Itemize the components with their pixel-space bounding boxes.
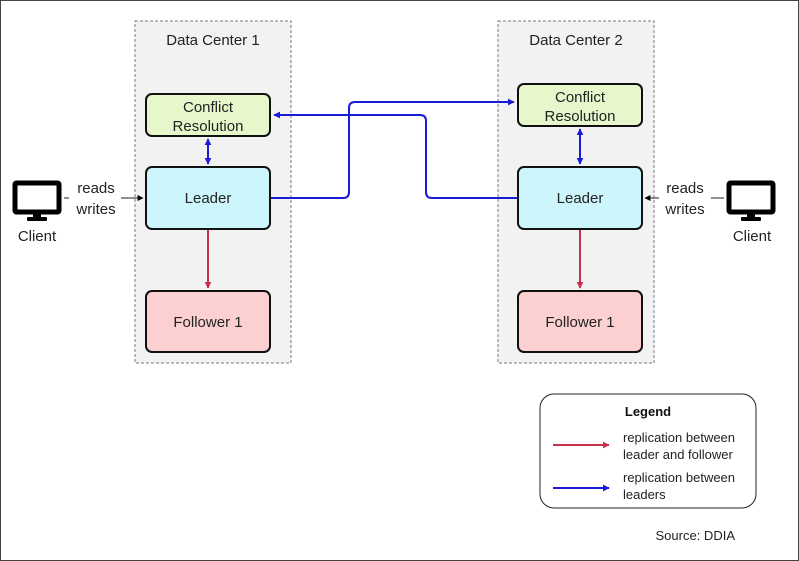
data-center-2: Data Center 2 Conflict Resolution Leader…	[497, 20, 655, 364]
monitor-icon	[12, 180, 62, 221]
client-left-reads: reads	[77, 180, 115, 197]
legend-item-2-line1: replication between	[623, 470, 735, 485]
leader-1-label: Leader	[185, 190, 232, 207]
leader-box-2	[517, 166, 643, 230]
legend-item-2-line2: leaders	[623, 487, 666, 502]
leader2-to-conflict1-arrow	[273, 111, 517, 199]
legend-title: Legend	[625, 404, 671, 419]
data-center-1-title: Data Center 1	[166, 32, 259, 49]
data-center-2-title: Data Center 2	[529, 32, 622, 49]
legend: Legend replication between leader and fo…	[539, 393, 757, 509]
conflict-resolution-2-line2: Resolution	[545, 108, 616, 125]
client-left: Client reads writes	[12, 180, 144, 245]
follower-box-2	[517, 290, 643, 353]
client-right-reads: reads	[666, 180, 704, 197]
legend-item-1-line1: replication between	[623, 430, 735, 445]
conflict-resolution-2-line1: Conflict	[555, 89, 606, 106]
client-right: Client reads writes	[644, 180, 776, 245]
follower-2-label: Follower 1	[545, 314, 614, 331]
client-left-label: Client	[18, 228, 57, 245]
client-right-label: Client	[733, 228, 772, 245]
conflict-resolution-1-line1: Conflict	[183, 99, 234, 116]
leader-box-1	[145, 166, 271, 230]
follower-1-label: Follower 1	[173, 314, 242, 331]
leader1-to-conflict2-arrow	[271, 98, 515, 199]
conflict-resolution-1-line2: Resolution	[173, 118, 244, 135]
monitor-icon	[726, 180, 776, 221]
leader-2-label: Leader	[557, 190, 604, 207]
client-right-writes: writes	[664, 201, 704, 218]
client-left-writes: writes	[75, 201, 115, 218]
source-note: Source: DDIA	[656, 528, 736, 543]
conflict-resolution-box-1	[145, 93, 271, 137]
follower-box-1	[145, 290, 271, 353]
conflict-resolution-box-2	[517, 83, 643, 127]
data-center-1: Data Center 1 Conflict Resolution Leader…	[134, 20, 292, 364]
legend-box	[539, 393, 757, 509]
legend-item-1-line2: leader and follower	[623, 447, 734, 462]
